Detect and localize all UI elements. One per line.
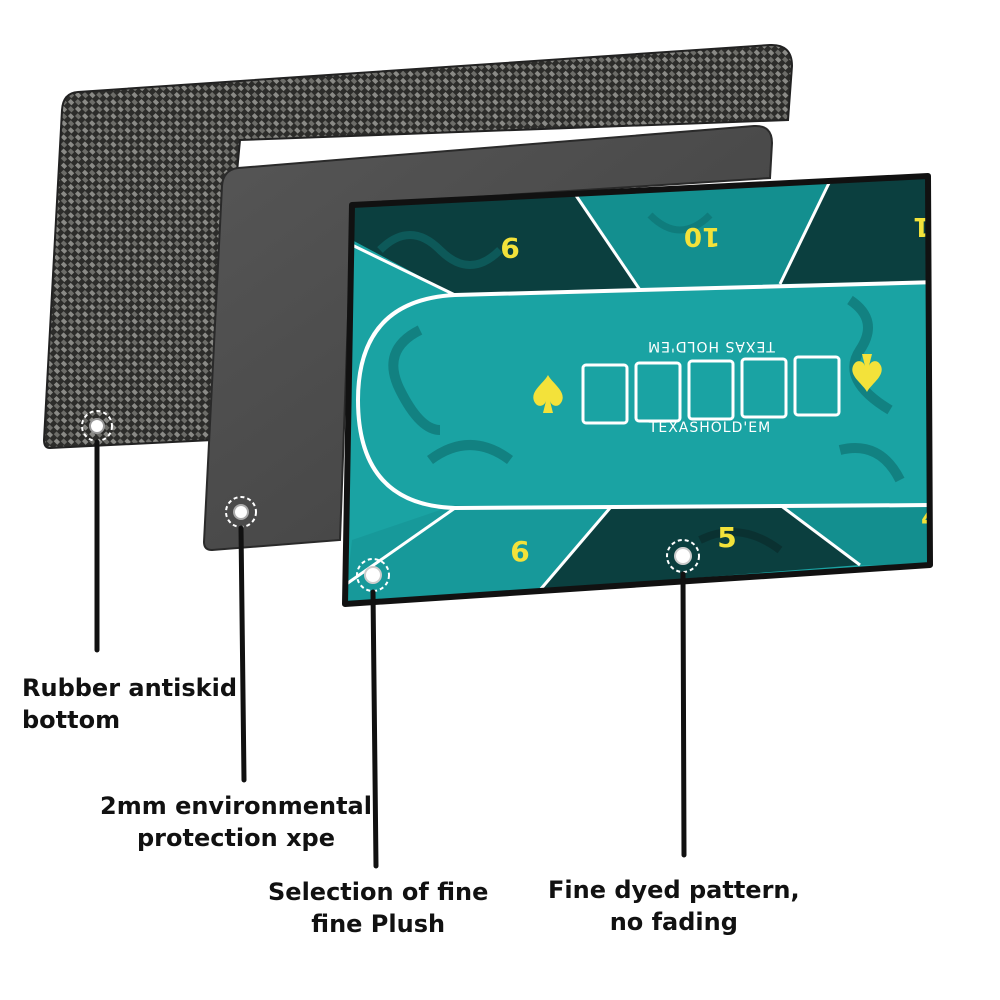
label-line: no fading: [609, 908, 738, 936]
label-line: Rubber antiskid: [22, 674, 238, 702]
felt-mat: TEXAS HOLD'EM TEXASHOLD'EM 9 10 1 6 5 4: [345, 176, 939, 604]
seat-segment: [780, 176, 930, 284]
rubber-grommet-icon: [89, 418, 105, 434]
seat-number-6: 6: [510, 535, 529, 568]
seat-number-5: 5: [717, 521, 736, 554]
label-line: 2mm environmental: [100, 792, 372, 820]
seat-segment: [345, 505, 610, 604]
seat-number-4: 4: [921, 504, 939, 534]
felt-mat-frame: [342, 173, 933, 607]
label-line: protection xpe: [136, 824, 336, 852]
label-pattern: Fine dyed pattern, no fading: [548, 874, 800, 938]
seat-segment: [575, 181, 830, 290]
card-boxes: [581, 355, 841, 425]
seat-segment: [352, 194, 640, 295]
card-box: [634, 361, 682, 423]
plush-grommet-icon: [364, 566, 382, 584]
spade-icon: [852, 354, 882, 392]
logo-top: TEXAS HOLD'EM: [647, 338, 776, 354]
label-xpe: 2mm environmental protection xpe: [100, 790, 372, 854]
seat-number-10: 10: [684, 221, 720, 251]
callout-line-plush: [370, 589, 379, 869]
card-box: [740, 357, 788, 419]
label-line: bottom: [22, 706, 121, 734]
racetrack-line: [355, 280, 930, 511]
card-box: [581, 363, 629, 425]
seat-number-9: 9: [500, 231, 519, 264]
xpe-foam-layer: [202, 124, 774, 552]
label-rubber-antiskid: Rubber antiskid bottom: [22, 672, 237, 736]
card-box: [687, 359, 735, 421]
callout-line-pattern: [680, 571, 687, 858]
xpe-grommet-icon: [233, 504, 249, 520]
seat-segment: [780, 505, 930, 565]
rubber-bottom-layer: [42, 43, 794, 450]
seat-segment: [540, 505, 860, 590]
label-plush: Selection of fine fine Plush: [268, 876, 488, 940]
label-line: Selection of fine: [268, 878, 489, 906]
logo-bottom: TEXASHOLD'EM: [648, 420, 771, 436]
spade-icon: [533, 375, 563, 413]
card-box: [793, 355, 841, 417]
label-line: fine Plush: [311, 910, 446, 938]
label-line: Fine dyed pattern,: [548, 876, 800, 904]
callout-line-xpe: [238, 525, 247, 783]
pattern-grommet-icon: [674, 547, 692, 565]
